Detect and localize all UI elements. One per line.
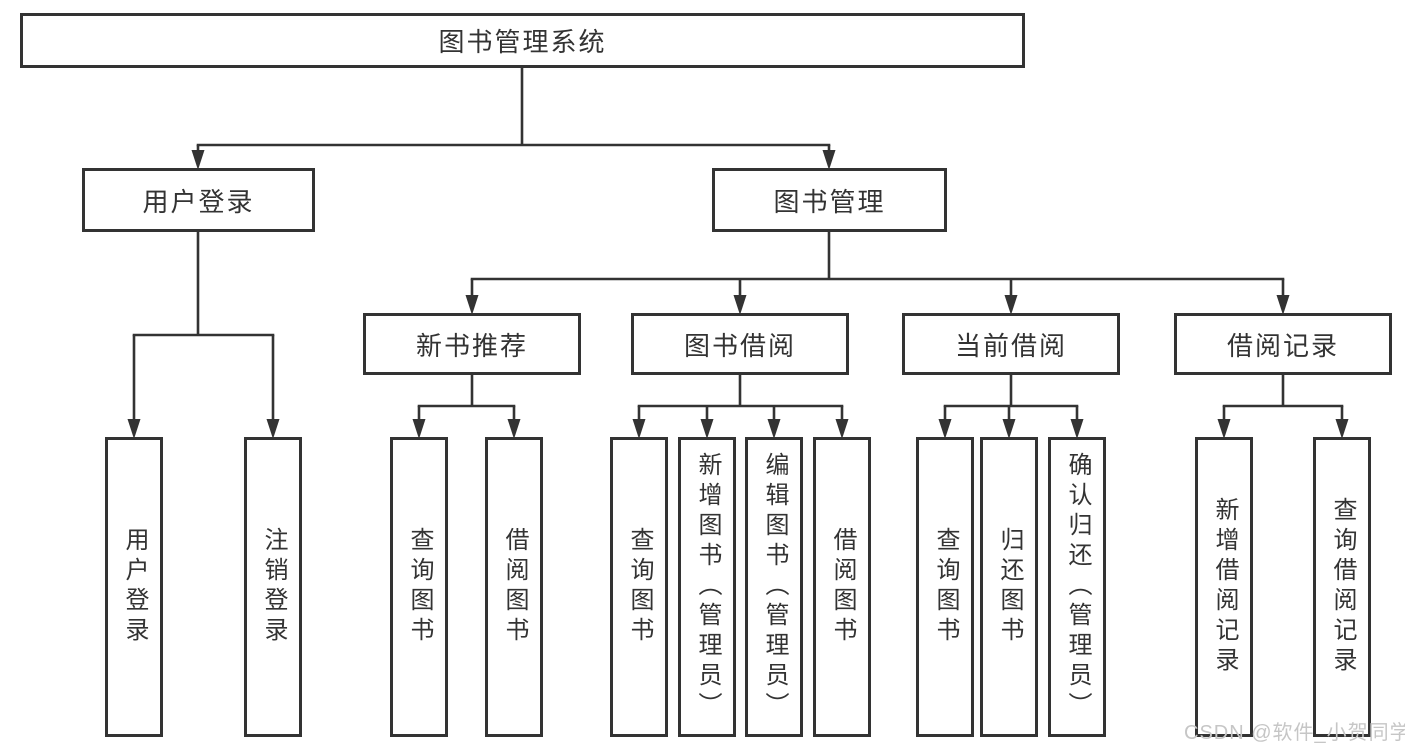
leaf-logout: 注销登录: [244, 437, 302, 737]
node-book-borrowing: 图书借阅: [631, 313, 849, 375]
node-book-management: 图书管理: [712, 168, 947, 232]
leaf-borrow-books-2: 借阅图书: [813, 437, 871, 737]
leaf-add-borrow-record: 新增借阅记录: [1195, 437, 1253, 737]
leaf-add-books-admin: 新增图书（管理员）: [678, 437, 736, 737]
leaf-edit-books-admin: 编辑图书（管理员）: [745, 437, 803, 737]
leaf-confirm-return-admin: 确认归还（管理员）: [1048, 437, 1106, 737]
node-new-book-recommendation: 新书推荐: [363, 313, 581, 375]
leaf-query-borrow-record: 查询借阅记录: [1313, 437, 1371, 737]
leaf-return-books: 归还图书: [980, 437, 1038, 737]
node-user-login: 用户登录: [82, 168, 315, 232]
node-borrowing-records: 借阅记录: [1174, 313, 1392, 375]
leaf-query-books-2: 查询图书: [610, 437, 668, 737]
node-current-borrowing: 当前借阅: [902, 313, 1120, 375]
leaf-query-books-3: 查询图书: [916, 437, 974, 737]
csdn-watermark: CSDN @软件_小贺同学: [1184, 722, 1405, 744]
leaf-user-login: 用户登录: [105, 437, 163, 737]
leaf-borrow-books-1: 借阅图书: [485, 437, 543, 737]
node-library-management-system: 图书管理系统: [20, 13, 1025, 68]
leaf-query-books-1: 查询图书: [390, 437, 448, 737]
